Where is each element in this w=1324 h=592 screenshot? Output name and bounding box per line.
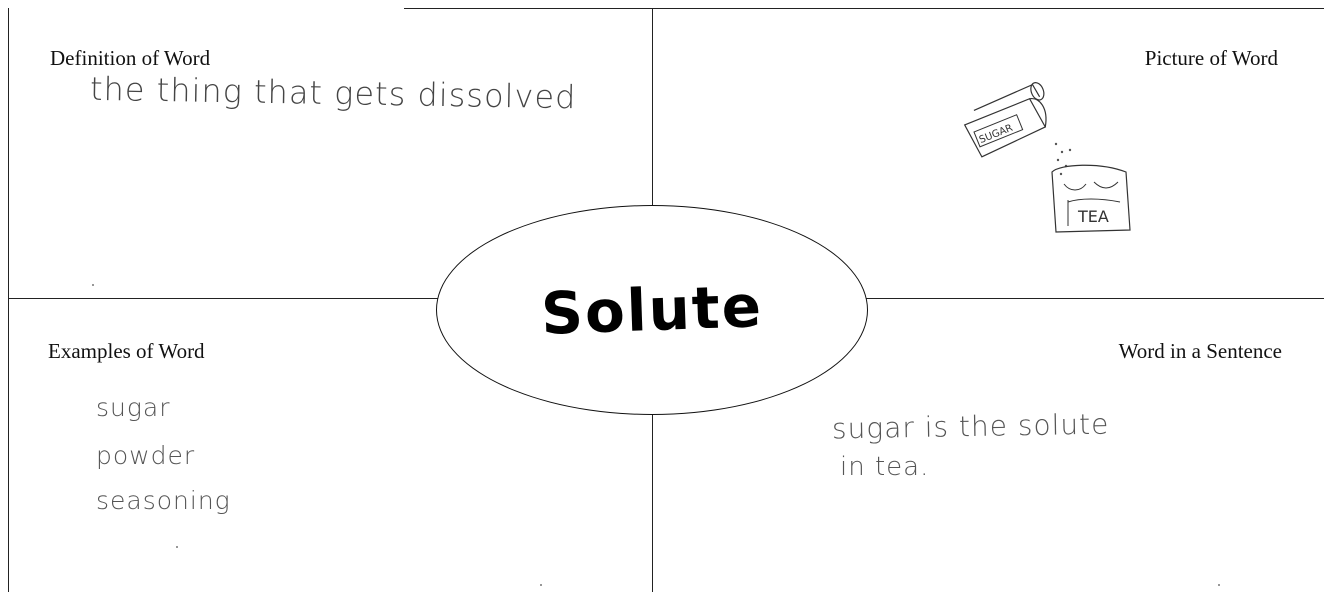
- center-word: Solute: [539, 272, 765, 348]
- sentence-label: Word in a Sentence: [1118, 339, 1282, 363]
- scan-speck: [1218, 584, 1220, 586]
- example-item: powder: [96, 441, 196, 470]
- example-item: sugar: [96, 393, 171, 422]
- sugar-tea-sketch: SUGAR TEA: [963, 82, 1131, 233]
- tea-cup-icon: TEA: [1051, 164, 1131, 233]
- top-border: [404, 8, 1324, 9]
- sugar-box-icon: SUGAR: [963, 82, 1047, 158]
- definition-text: the thing that gets dissolved: [89, 69, 577, 117]
- sugar-label: SUGAR: [978, 123, 1015, 146]
- picture-label: Picture of Word: [1144, 46, 1278, 70]
- sugar-tea-drawing: SUGAR TEA: [950, 80, 1160, 240]
- sentence-line-2: in tea.: [840, 452, 930, 482]
- examples-label: Examples of Word: [48, 339, 205, 363]
- scan-speck: [176, 546, 178, 548]
- definition-label: Definition of Word: [50, 46, 211, 70]
- left-border: [8, 8, 9, 592]
- sentence-line-1: sugar is the solute: [831, 407, 1110, 446]
- example-item: seasoning: [96, 486, 231, 515]
- center-ellipse: [436, 205, 868, 415]
- tea-label: TEA: [1077, 207, 1109, 226]
- scan-speck: [540, 584, 542, 586]
- scan-speck: [92, 284, 94, 286]
